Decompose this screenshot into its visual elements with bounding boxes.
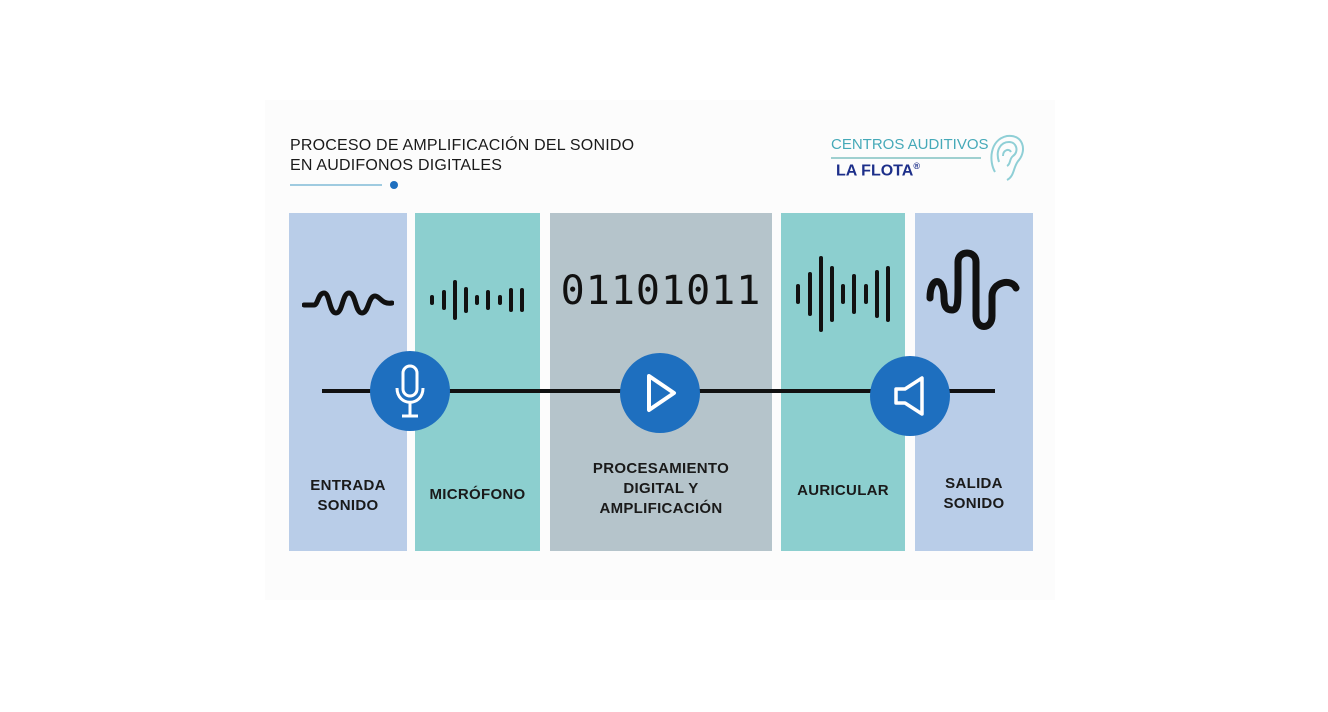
microphone-icon — [395, 364, 425, 418]
speaker-icon — [894, 376, 924, 416]
title-dot — [390, 181, 398, 189]
audio-bars-large-icon — [796, 256, 890, 332]
stage-label-microfono: MICRÓFONO — [429, 486, 526, 503]
audio-bars-icon — [430, 280, 524, 320]
ear-logo-icon — [990, 134, 1024, 181]
processing-node — [620, 353, 700, 433]
title-underline — [290, 184, 382, 186]
logo-divider — [831, 157, 981, 159]
logo-text-top: CENTROS AUDITIVOS — [831, 136, 989, 153]
speaker-node — [870, 356, 950, 436]
stage-label-auricular: AURICULAR — [797, 482, 889, 499]
small-wave-icon — [302, 290, 394, 316]
logo-text-bottom: LA FLOTA® — [836, 161, 920, 180]
large-wave-icon — [926, 249, 1020, 330]
play-icon — [647, 374, 676, 412]
microphone-node — [370, 351, 450, 431]
binary-code-text: 01101011 — [560, 268, 762, 314]
